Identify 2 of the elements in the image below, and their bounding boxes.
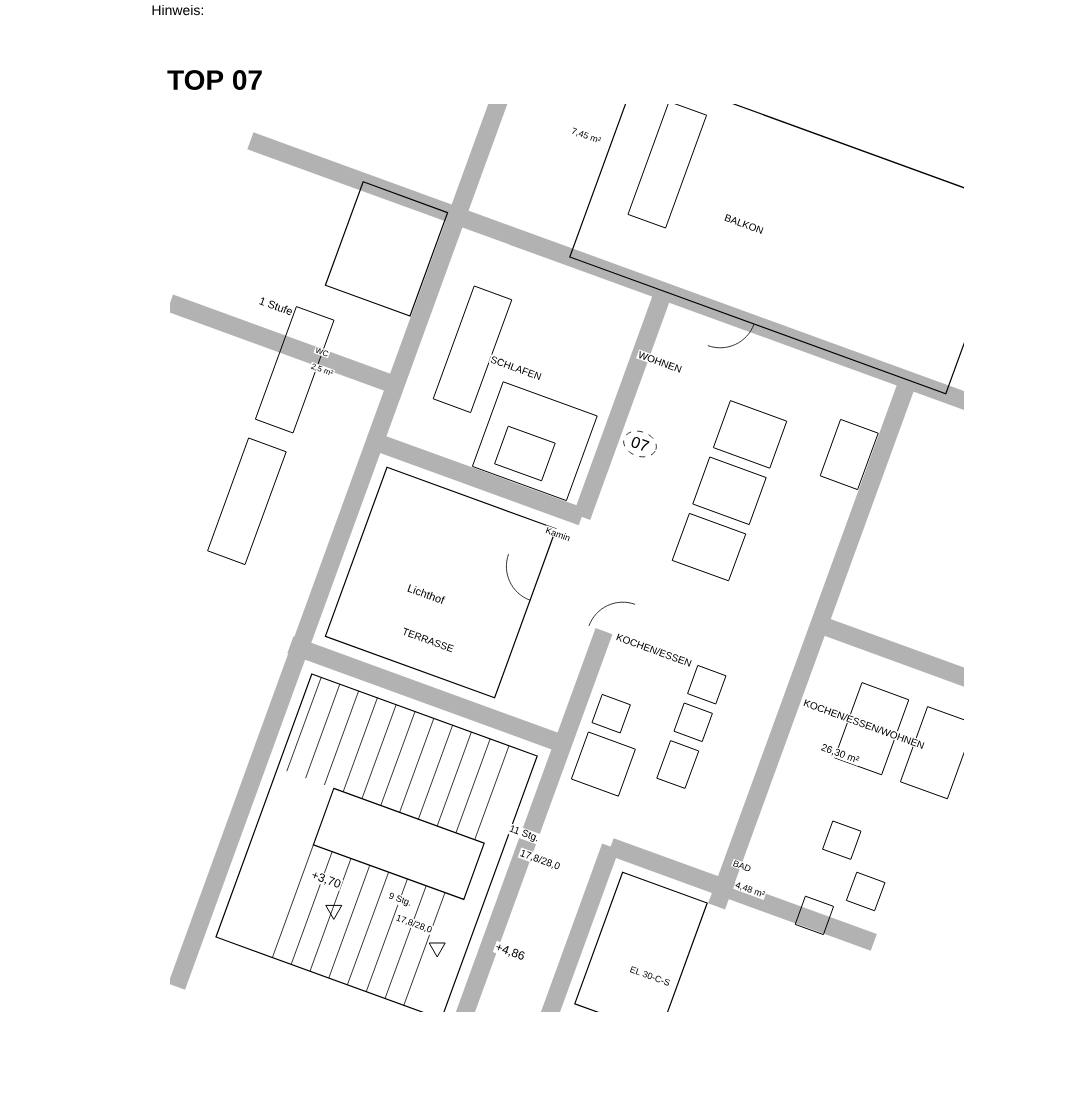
title: TOP 07 <box>167 70 262 90</box>
apartment-number: 07 <box>623 430 657 458</box>
